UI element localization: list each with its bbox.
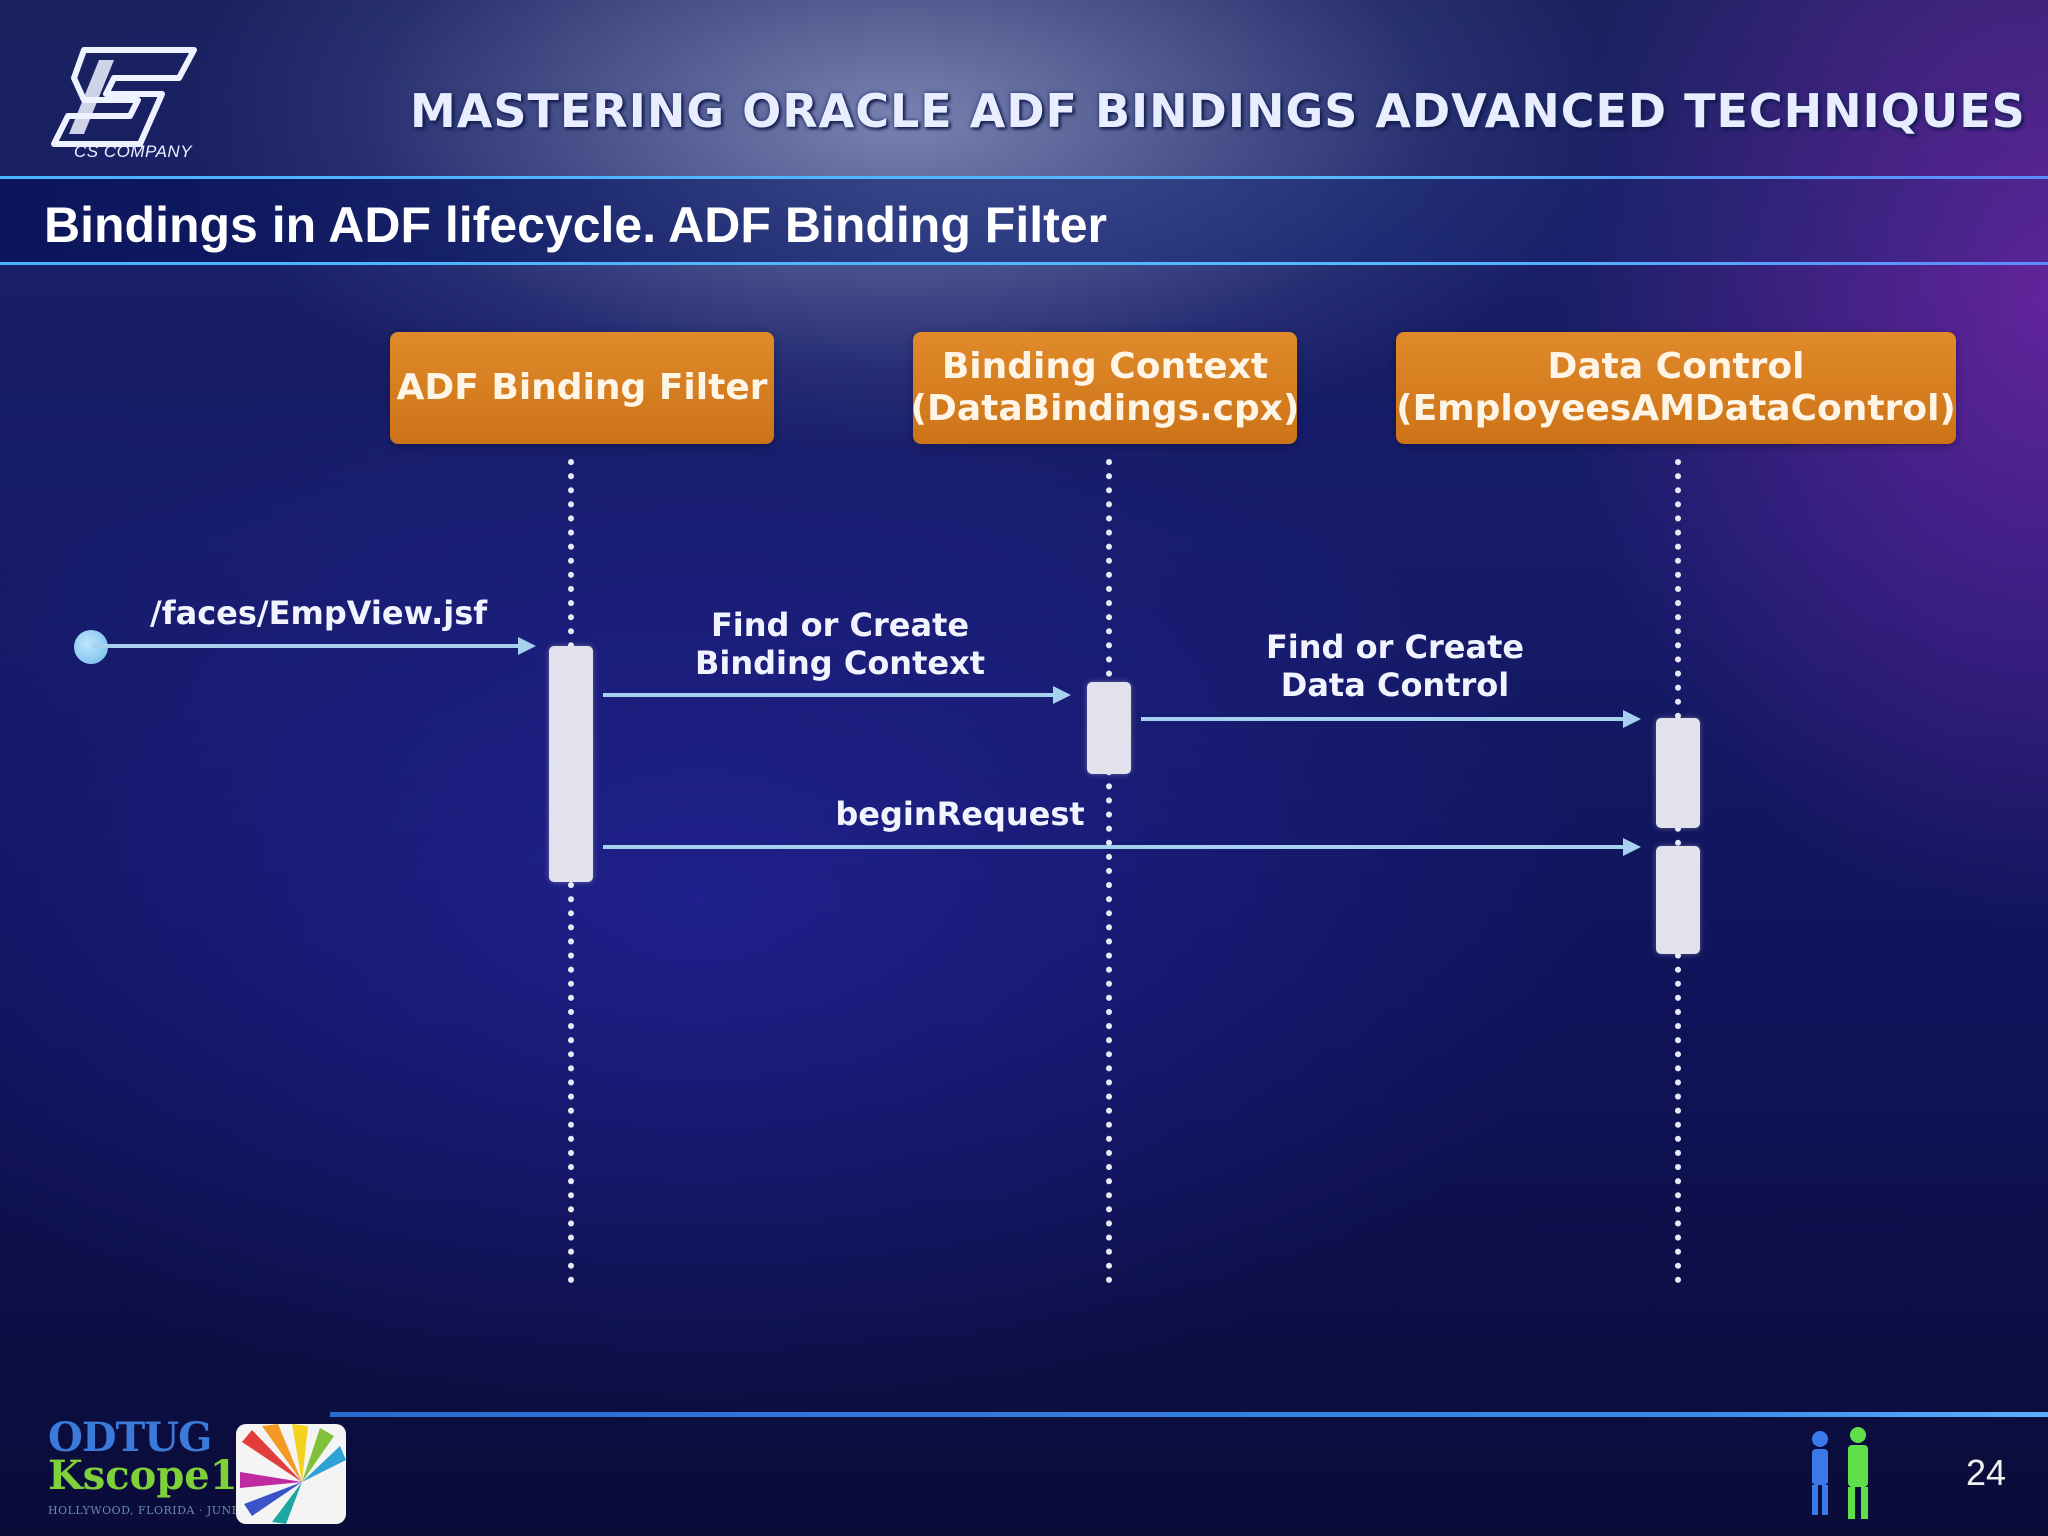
kscope-burst-icon bbox=[236, 1424, 346, 1524]
brand-line-2: Kscope15 bbox=[48, 1452, 266, 1499]
page-number: 24 bbox=[1965, 1452, 2006, 1493]
message-arrow-find-data-control bbox=[1141, 710, 1641, 728]
message-label-request: /faces/EmpView.jsf bbox=[150, 594, 488, 632]
presentation-title: MASTERING ORACLE ADF BINDINGS ADVANCED T… bbox=[410, 84, 2026, 138]
top-rule bbox=[0, 176, 2048, 179]
activation-bar-context bbox=[1087, 682, 1131, 774]
lifeline-adf-binding-filter: ADF Binding Filter bbox=[390, 332, 774, 444]
message-arrow-begin-request bbox=[603, 838, 1641, 856]
slide-subtitle: Bindings in ADF lifecycle. ADF Binding F… bbox=[44, 197, 1108, 253]
cs-company-logo bbox=[51, 47, 197, 147]
brand-tagline: HOLLYWOOD, FLORIDA · JUNE 21-25 bbox=[48, 1504, 279, 1517]
glowing-figures-icon bbox=[1812, 1427, 1868, 1519]
lifeline-label: Data Control (EmployeesAMDataControl) bbox=[1396, 346, 1956, 429]
activation-bar-datacontrol-2 bbox=[1656, 846, 1700, 954]
message-label-find-data-control: Find or Create Data Control bbox=[1265, 628, 1525, 704]
message-arrow-find-binding-context bbox=[603, 686, 1071, 704]
activation-bar-datacontrol-1 bbox=[1656, 718, 1700, 828]
subtitle-rule bbox=[0, 262, 2048, 265]
lifeline-data-control: Data Control (EmployeesAMDataControl) bbox=[1396, 332, 1956, 444]
message-label-find-binding-context: Find or Create Binding Context bbox=[694, 606, 986, 682]
brand-line-1: ODTUG bbox=[48, 1414, 212, 1461]
odtug-kscope-logo: ODTUG Kscope15 HOLLYWOOD, FLORIDA · JUNE… bbox=[48, 1414, 346, 1524]
activation-bar-filter bbox=[549, 646, 593, 882]
lifeline-label: Binding Context (DataBindings.cpx) bbox=[910, 346, 1300, 429]
message-label-begin-request: beginRequest bbox=[835, 795, 1085, 833]
message-arrow-request bbox=[92, 637, 536, 655]
footer-rule bbox=[330, 1412, 2048, 1417]
lifeline-label: ADF Binding Filter bbox=[396, 367, 768, 408]
lifeline-binding-context: Binding Context (DataBindings.cpx) bbox=[910, 332, 1300, 444]
company-name: CS COMPANY bbox=[74, 142, 193, 161]
subtitle-band bbox=[0, 179, 2048, 262]
